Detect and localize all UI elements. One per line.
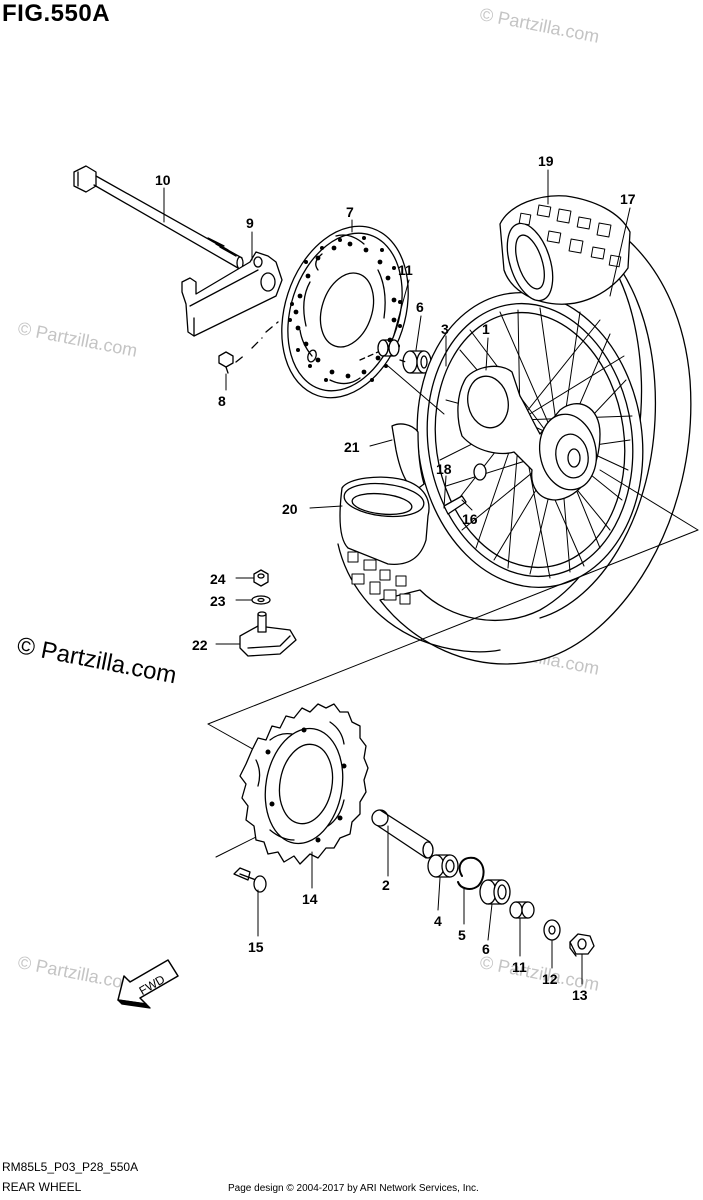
part-spacer-tube[interactable] — [371, 809, 434, 859]
page-credit: Page design © 2004-2017 by ARI Network S… — [228, 1183, 479, 1194]
callout-23: 23 — [210, 593, 226, 609]
part-collar-right[interactable] — [509, 901, 535, 919]
part-sprocket-bolt[interactable] — [233, 867, 267, 893]
part-collar-left[interactable] — [377, 339, 400, 357]
fwd-arrow-icon — [117, 959, 179, 1009]
callout-11: 11 — [512, 959, 527, 975]
part-rim-lock[interactable] — [239, 611, 297, 657]
callout-17: 17 — [620, 191, 636, 207]
callout-20: 20 — [282, 501, 298, 517]
diagram-code: RM85L5_P03_P28_550A — [2, 1160, 139, 1174]
callout-19: 19 — [538, 153, 554, 169]
part-tire-tread[interactable] — [499, 195, 631, 306]
callout-12: 12 — [542, 971, 558, 987]
part-bearing-right[interactable] — [479, 879, 511, 905]
callout-13: 13 — [572, 987, 588, 1003]
callout-16: 16 — [462, 511, 478, 527]
part-tube[interactable] — [337, 476, 501, 653]
explode-guide-lines — [207, 365, 699, 858]
callout-labels: 10 9 7 11 6 3 1 8 19 17 21 18 16 20 24 2… — [155, 153, 636, 1003]
callout-15: 15 — [248, 939, 264, 955]
callout-3: 3 — [441, 321, 449, 337]
part-sprocket[interactable] — [239, 703, 369, 865]
callout-2: 2 — [382, 877, 390, 893]
part-bearing-4[interactable] — [427, 854, 459, 878]
callout-14: 14 — [302, 891, 318, 907]
leader-lines — [163, 169, 631, 985]
part-spoke-nipple[interactable] — [443, 495, 467, 515]
part-circlip[interactable] — [457, 856, 485, 890]
part-valve-nut[interactable] — [253, 569, 269, 587]
diagram-name: REAR WHEEL — [2, 1180, 82, 1194]
callout-24: 24 — [210, 571, 226, 587]
part-hub[interactable] — [457, 365, 602, 501]
callout-21: 21 — [344, 439, 360, 455]
figure-title: FIG.550A — [2, 0, 111, 27]
callout-4: 4 — [434, 913, 442, 929]
callout-1: 1 — [482, 321, 490, 337]
callout-5: 5 — [458, 927, 466, 943]
part-valve-washer[interactable] — [251, 595, 271, 605]
callout-11: 11 — [398, 262, 413, 278]
callout-8: 8 — [218, 393, 226, 409]
callout-7: 7 — [346, 204, 354, 220]
part-brake-disc[interactable] — [261, 210, 430, 414]
callout-6: 6 — [416, 299, 424, 315]
callout-18: 18 — [436, 461, 452, 477]
part-rim-band[interactable] — [391, 423, 425, 491]
part-axle-nut[interactable] — [569, 933, 595, 957]
part-adjuster-bolt[interactable] — [218, 351, 234, 374]
part-axle[interactable] — [73, 165, 244, 270]
callout-22: 22 — [192, 637, 208, 653]
callout-9: 9 — [246, 215, 254, 231]
callout-10: 10 — [155, 172, 171, 188]
part-washer[interactable] — [543, 919, 561, 941]
part-chain-adjuster[interactable] — [181, 251, 283, 337]
callout-6: 6 — [482, 941, 490, 957]
